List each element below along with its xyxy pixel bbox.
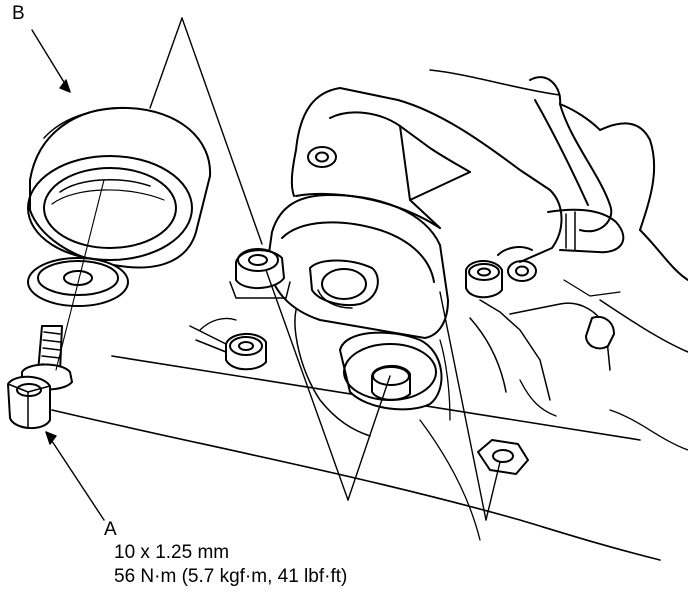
bolt-a [7,325,73,429]
coolant-hose [529,76,688,281]
bracket-bolt-left [189,325,267,371]
hex-nut [477,439,529,475]
bolt-size-spec: 10 x 1.25 mm [114,542,230,563]
leader-lines [31,17,501,521]
lower-mount [339,331,443,411]
pivot-bolt [229,248,291,299]
tensioner-bracket [290,87,563,282]
callout-label-a: A [104,519,117,540]
idler-pulley-b [27,106,212,269]
bracket-bolt-right [465,260,503,299]
callout-label-b: B [12,3,25,24]
engine-casting [199,279,621,437]
torque-spec: 56 N·m (5.7 kgf·m, 41 lbf·ft) [114,566,348,587]
tensioner-housing [267,194,449,339]
